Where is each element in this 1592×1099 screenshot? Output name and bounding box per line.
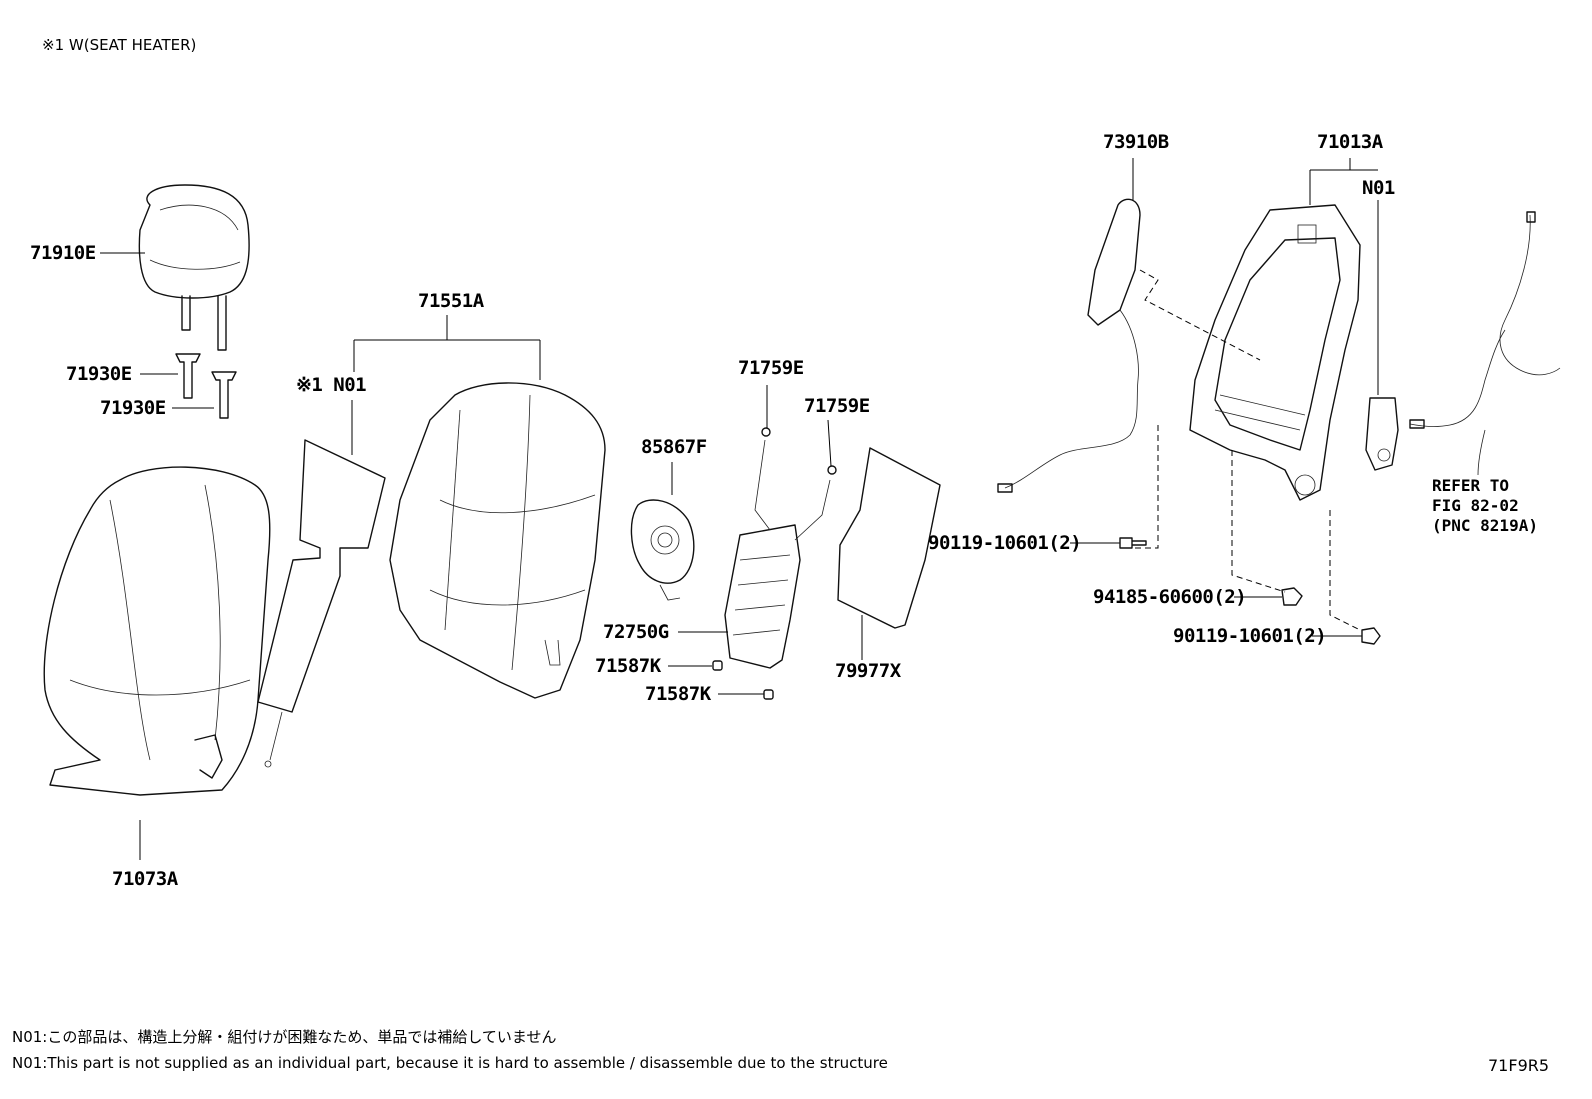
part-label-n01-frame[interactable]: N01 — [1362, 177, 1395, 199]
seat-heater-note: ※1 W(SEAT HEATER) — [42, 36, 197, 54]
part-label-72750G[interactable]: 72750G — [603, 621, 669, 643]
part-label-nut[interactable]: 94185-60600(2) — [1093, 586, 1247, 608]
part-label-71551A[interactable]: 71551A — [418, 290, 484, 312]
part-label-71587K-a[interactable]: 71587K — [595, 655, 661, 677]
seat-heater-drawing — [257, 400, 386, 768]
part-label-71587K-b[interactable]: 71587K — [645, 683, 711, 705]
part-label-71930E-b[interactable]: 71930E — [100, 397, 166, 419]
seatback-cover-drawing — [43, 466, 271, 860]
part-label-n01-heater[interactable]: ※1 N01 — [296, 374, 367, 396]
fasteners — [1070, 537, 1381, 645]
figure-code: 71F9R5 — [1488, 1056, 1550, 1075]
footnote-japanese: N01:この部品は、構造上分解・組付けが困難なため、単品では補給していません — [12, 1028, 557, 1046]
side-airbag-drawing — [997, 158, 1141, 493]
part-label-79977X[interactable]: 79977X — [835, 660, 901, 682]
part-label-71930E-a[interactable]: 71930E — [66, 363, 132, 385]
spring-bracket-drawing — [668, 385, 837, 700]
headrest-drawing — [138, 184, 250, 351]
seatback-pad-drawing — [353, 315, 606, 699]
part-label-85867F[interactable]: 85867F — [641, 436, 707, 458]
footnote-english: N01:This part is not supplied as an indi… — [12, 1054, 888, 1072]
part-label-bolt-a[interactable]: 90119-10601(2) — [928, 532, 1082, 554]
fastener-guide-lines — [1125, 269, 1361, 631]
part-label-bolt-b[interactable]: 90119-10601(2) — [1173, 625, 1327, 647]
part-label-71759E-a[interactable]: 71759E — [738, 357, 804, 379]
refer-to-figure-note[interactable]: REFER TO FIG 82-02 (PNC 8219A) — [1432, 476, 1538, 535]
seat-frame-drawing — [1189, 158, 1379, 501]
part-label-73910B[interactable]: 73910B — [1103, 131, 1169, 153]
part-label-71013A[interactable]: 71013A — [1317, 131, 1383, 153]
recliner-motor-drawing — [1365, 397, 1399, 471]
wire-harness-drawing — [1409, 211, 1561, 476]
part-label-71759E-b[interactable]: 71759E — [804, 395, 870, 417]
guide-drawings — [175, 353, 237, 419]
lumbar-support-drawing — [630, 462, 695, 601]
seatback-pad-sheet-drawing — [837, 447, 941, 660]
part-label-71910E[interactable]: 71910E — [30, 242, 96, 264]
part-label-71073A[interactable]: 71073A — [112, 868, 178, 890]
